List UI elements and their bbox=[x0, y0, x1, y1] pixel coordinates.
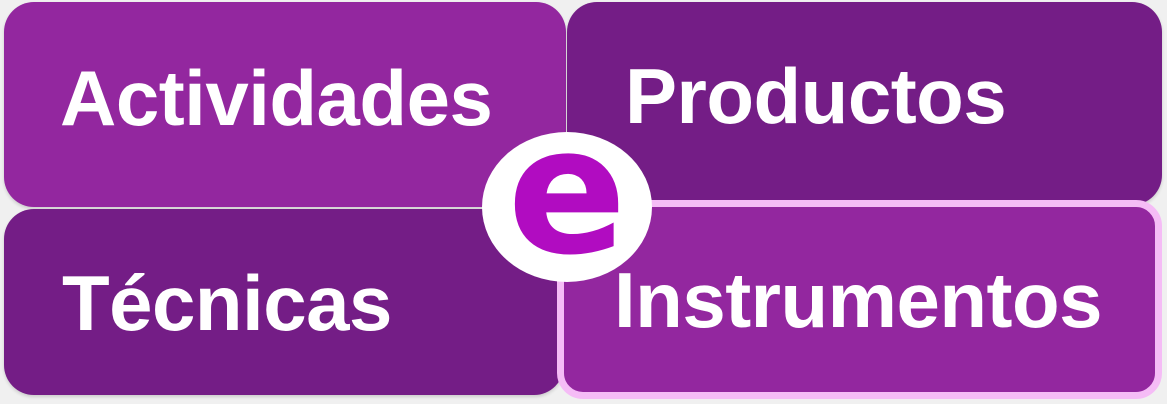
tile-productos[interactable]: Productos bbox=[567, 2, 1162, 205]
e-logo-letter: e bbox=[507, 89, 627, 294]
tile-tecnicas[interactable]: Técnicas bbox=[4, 209, 564, 395]
e-logo: e bbox=[482, 104, 652, 282]
tile-label-productos: Productos bbox=[625, 51, 1007, 140]
tile-actividades[interactable]: Actividades bbox=[4, 2, 566, 207]
tile-label-instrumentos: Instrumentos bbox=[614, 255, 1103, 344]
tile-instrumentos-selected[interactable]: Instrumentos bbox=[557, 200, 1162, 399]
tile-label-tecnicas: Técnicas bbox=[62, 259, 392, 347]
tile-label-actividades: Actividades bbox=[60, 53, 493, 142]
